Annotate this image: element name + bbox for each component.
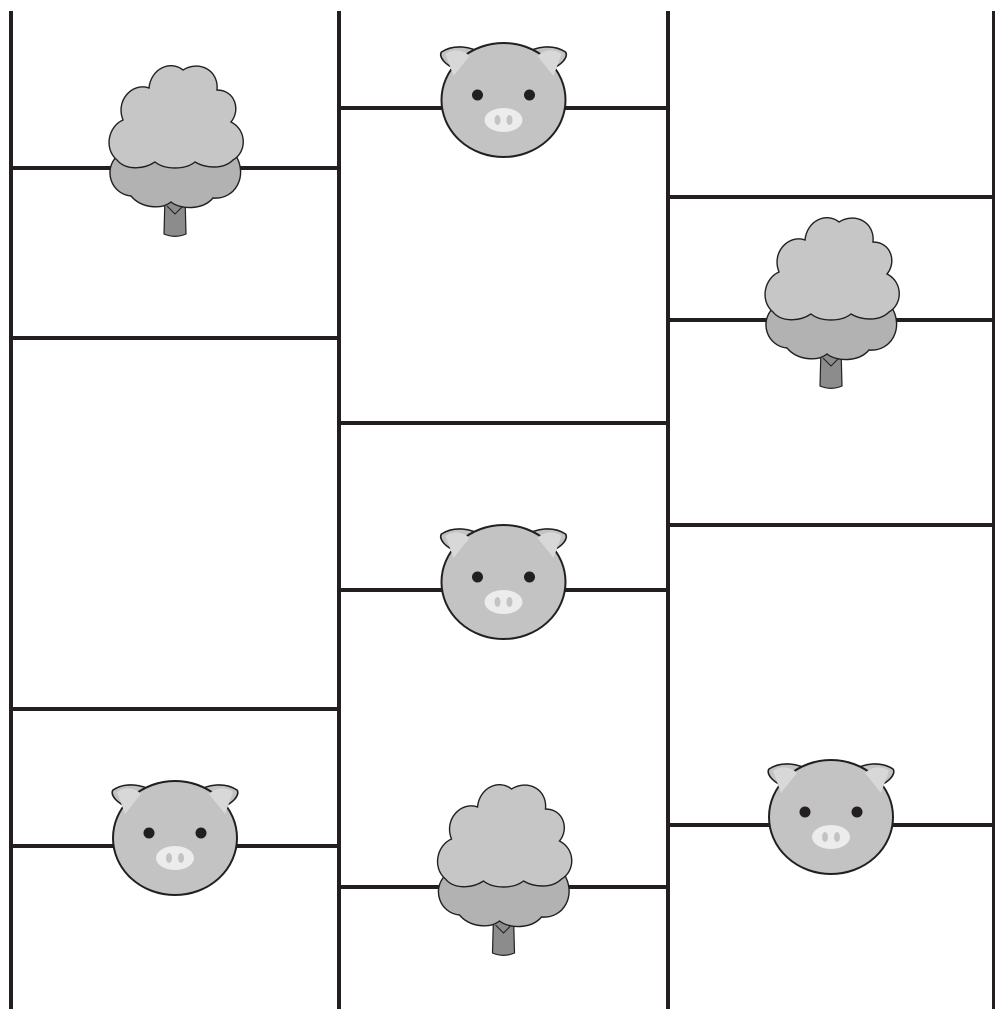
board-items (109, 43, 899, 955)
tree-icon (109, 66, 243, 237)
pig-icon (112, 781, 238, 895)
pig-icon (441, 525, 567, 639)
tree-icon (438, 785, 572, 956)
pig-icon (441, 43, 567, 157)
tree-icon (765, 218, 899, 389)
pig-icon (768, 760, 894, 874)
